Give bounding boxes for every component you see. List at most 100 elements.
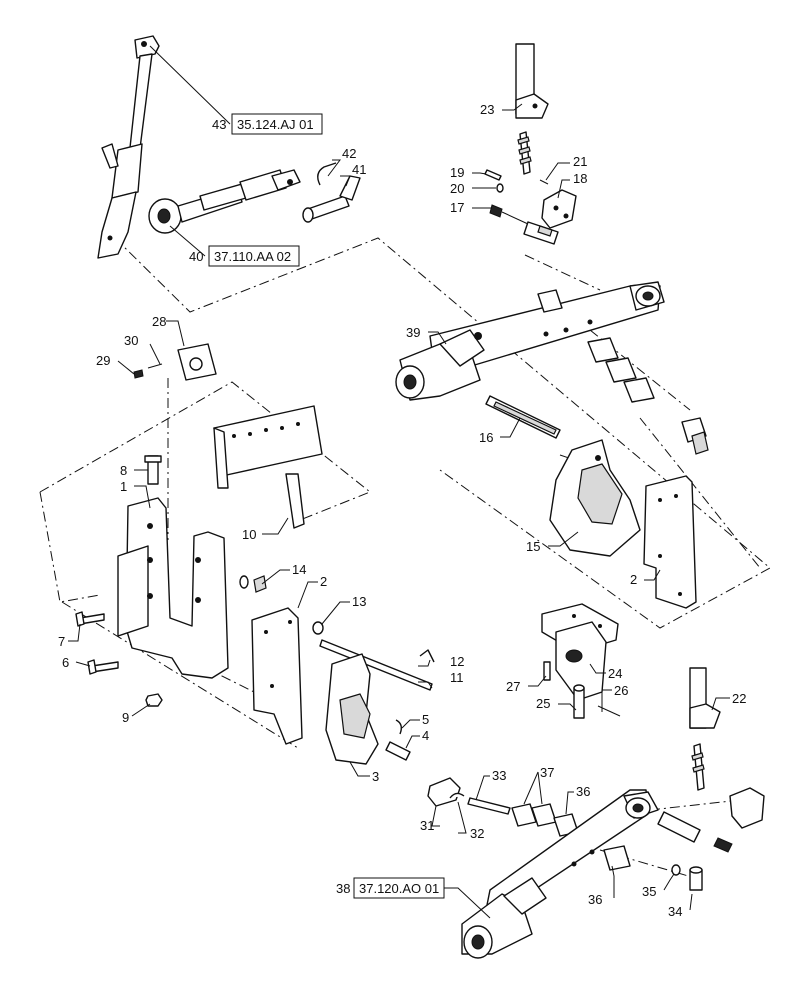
part-threaded-bolt-lower [691,743,705,791]
part-32-clip [449,792,465,799]
part-36-plate-lower [603,845,631,871]
part-19-screw [484,169,502,181]
callout-41: 41 [352,162,366,177]
part-37-plate [511,803,557,827]
part-38-lower-link [461,789,659,959]
part-23-hanger [515,43,549,119]
part-22-hanger [689,667,721,729]
part-turnbuckle-lower [657,811,733,853]
part-7-bolt [75,611,105,627]
callout-33: 33 [492,768,506,783]
callout-labels: 43 40 42 41 23 19 20 21 18 17 39 16 15 2… [58,102,746,919]
callout-4: 4 [422,728,429,743]
callout-36-lower: 36 [588,892,602,907]
part-21-pin [539,179,549,185]
part-27-bolt [543,661,551,681]
part-40-lift-rod [148,169,301,234]
callout-1: 1 [120,479,127,494]
part-16-threaded-rod [485,395,561,439]
part-threaded-bolt-stack [517,131,532,175]
part-39-lower-link [395,281,665,401]
part-28-plate [177,343,217,381]
part-13-washer [312,621,324,635]
callout-5: 5 [422,712,429,727]
part-24-bracket-block [541,603,619,701]
callout-20: 20 [450,181,464,196]
callout-16: 16 [479,430,493,445]
part-5-clip [395,719,403,735]
callout-13: 13 [352,594,366,609]
part-4-pin [385,741,411,761]
part-11-rod [319,639,433,691]
callout-26: 26 [614,683,628,698]
callout-27: 27 [506,679,520,694]
part-2-side-plate-right [643,475,697,609]
part-15-bracket [549,439,641,557]
part-41-pin [302,175,361,223]
callout-12: 12 [450,654,464,669]
reference-38: 37.120.AO 01 [359,881,439,896]
part-33-bolt [467,797,511,815]
callout-15: 15 [526,539,540,554]
callout-24: 24 [608,666,622,681]
callout-2-right: 2 [630,572,637,587]
reference-box-43 [231,113,323,135]
callout-36-upper: 36 [576,784,590,799]
callout-43: 43 [212,117,226,132]
leader-lines [68,45,730,919]
callout-31: 31 [420,818,434,833]
part-6-bolt [87,659,119,675]
callout-11: 11 [450,670,464,685]
reference-labels: 35.124.AJ 01 37.110.AA 02 37.120.AO 01 [208,113,445,899]
part-25-pin [573,684,585,719]
callout-7: 7 [58,634,65,649]
part-34-bolt [689,866,703,891]
part-10-u-bracket [213,405,323,529]
part-29-screw [133,369,144,379]
callout-22: 22 [732,691,746,706]
callout-30: 30 [124,333,138,348]
part-spacer-plates [537,289,709,455]
part-2-side-plate-left [251,607,303,745]
part-12-clip [419,649,435,663]
callout-35: 35 [642,884,656,899]
reference-box-38 [353,877,445,899]
callout-2-left: 2 [320,574,327,589]
reference-43: 35.124.AJ 01 [237,117,314,132]
part-14-spacer [239,575,267,593]
part-20-washer [496,183,504,193]
callout-14: 14 [292,562,306,577]
callout-39: 39 [406,325,420,340]
reference-box-40 [208,245,300,267]
part-42-clip [317,162,337,186]
part-bracket-lower-right [729,787,765,829]
callout-25: 25 [536,696,550,711]
part-18-bracket [541,189,577,229]
callout-10: 10 [242,527,256,542]
callout-18: 18 [573,171,587,186]
part-30-washer [147,363,163,369]
callout-34: 34 [668,904,682,919]
part-43-top-link [97,35,160,259]
reference-40: 37.110.AA 02 [214,249,291,264]
part-1-main-bracket [117,497,229,679]
part-8-bolt [144,455,162,485]
callout-40: 40 [189,249,203,264]
callout-3: 3 [372,769,379,784]
callout-37: 37 [540,765,554,780]
part-35-washer [671,864,681,876]
part-3-cushion-bracket [325,653,379,765]
callout-42: 42 [342,146,356,161]
callout-28: 28 [152,314,166,329]
callout-32: 32 [470,826,484,841]
callout-8: 8 [120,463,127,478]
callout-21: 21 [573,154,587,169]
part-31-block [427,777,461,807]
part-9-nut [145,693,163,707]
callout-17: 17 [450,200,464,215]
part-17-bolt [489,204,559,245]
callout-19: 19 [450,165,464,180]
callout-9: 9 [122,710,129,725]
